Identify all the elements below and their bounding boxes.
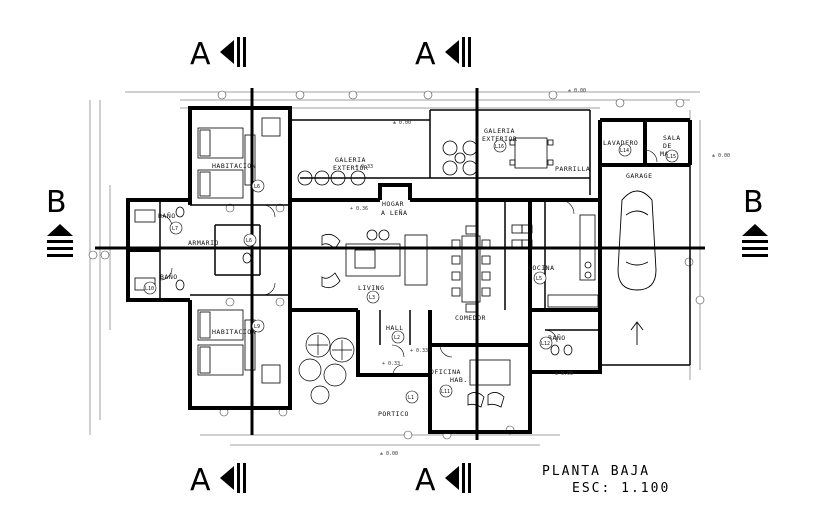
room-label-habitacion-lower: HABITACION xyxy=(212,328,256,336)
drawing-scale: ESC: 1.100 xyxy=(572,481,670,496)
tag-l5: L5 xyxy=(536,276,542,282)
section-a-label: A xyxy=(190,37,211,72)
room-label-parrilla: PARRILLA xyxy=(555,165,590,173)
dining-furniture xyxy=(451,225,491,313)
section-b-label: B xyxy=(46,185,67,220)
room-tags xyxy=(143,139,679,404)
section-b-label: B xyxy=(743,185,764,220)
kitchen-furniture xyxy=(511,214,599,308)
level-mark: + 0.33 xyxy=(382,361,400,367)
section-cut-lines xyxy=(95,88,705,440)
tag-l6b: L6 xyxy=(246,238,252,244)
room-label-cocina: COCINA xyxy=(528,264,554,272)
tag-l14: L14 xyxy=(620,148,629,154)
level-mark: ± 0.00 xyxy=(393,120,411,126)
tag-l11: L11 xyxy=(441,389,450,395)
section-marker-a-top-right: A xyxy=(415,37,471,72)
bath-fixtures xyxy=(134,206,573,356)
tag-l12: L12 xyxy=(541,341,550,347)
tag-l9: L9 xyxy=(254,324,260,330)
tag-l15: L15 xyxy=(667,154,676,160)
title-block: PLANTA BAJA ESC: 1.100 xyxy=(542,464,670,496)
tag-l1: L1 xyxy=(408,395,414,401)
room-label-lavadero: LAVADERO xyxy=(603,139,638,147)
office-furniture xyxy=(467,359,511,408)
room-label-hogar-2: A LEÑA xyxy=(381,208,407,217)
room-tag-texts: L6 L9 L7 L10 L6 L3 L2 L1 L5 L12 L11 L16 … xyxy=(145,144,676,401)
room-label-portico: PORTICO xyxy=(378,410,409,418)
room-label-comedor: COMEDOR xyxy=(455,314,486,322)
level-mark: ± 0.00 xyxy=(568,88,586,94)
tag-l7: L7 xyxy=(172,226,178,232)
room-label-sala-1: SALA xyxy=(663,134,681,142)
section-marker-a-bottom-right: A xyxy=(415,463,471,498)
car xyxy=(617,190,657,345)
galeria-furniture xyxy=(297,137,554,186)
tag-l2: L2 xyxy=(394,335,400,341)
room-label-galeria-right-2: EXTERIOR xyxy=(482,135,517,143)
room-label-hall: HALL xyxy=(386,324,404,332)
bed-lower xyxy=(197,309,281,384)
room-label-bano-upper: BAÑO xyxy=(158,211,176,220)
level-mark: + 0.33 xyxy=(355,164,373,170)
interior-walls xyxy=(159,109,691,366)
room-label-galeria-left-1: GALERIA xyxy=(335,156,366,164)
level-mark: ± 0.00 xyxy=(712,153,730,159)
room-label-armario: ARMARIO xyxy=(188,239,219,247)
room-label-hogar-1: HOGAR xyxy=(382,200,404,208)
room-label-galeria-right-1: GALERIA xyxy=(484,127,515,135)
section-a-label: A xyxy=(415,37,436,72)
section-marker-b-right: B xyxy=(742,185,768,257)
drawing-title: PLANTA BAJA xyxy=(542,464,650,479)
room-label-sala-2: DE xyxy=(663,142,672,150)
section-marker-b-left: B xyxy=(46,185,73,257)
section-a-label: A xyxy=(415,463,436,498)
section-marker-a-bottom-left: A xyxy=(190,463,246,498)
room-labels: HABITACION HABITACION BAÑO BAÑO ARMARIO … xyxy=(158,127,681,418)
tag-l3: L3 xyxy=(369,295,375,301)
section-marker-a-top-left: A xyxy=(190,37,246,72)
bed-upper xyxy=(197,117,281,199)
garden-plants xyxy=(298,332,355,405)
door-swings xyxy=(159,149,658,376)
grid-bubbles xyxy=(88,90,705,440)
tag-l6: L6 xyxy=(254,184,260,190)
room-label-garage: GARAGE xyxy=(626,172,652,180)
room-label-oficina-1: OFICINA xyxy=(430,368,461,376)
room-label-galeria-left-2: EXTERIOR xyxy=(333,164,368,172)
level-marks: ± 0.00 ± 0.00 ± 0.00 + 0.33 + 0.36 + 0.3… xyxy=(350,88,730,457)
tag-l16: L16 xyxy=(495,144,504,150)
level-mark: ± 0.00 xyxy=(555,371,573,377)
level-mark: + 0.36 xyxy=(350,206,368,212)
level-mark: + 0.33 xyxy=(410,348,428,354)
section-a-label: A xyxy=(190,463,211,498)
room-label-bano-service: BAÑO xyxy=(548,333,566,342)
exterior-walls xyxy=(126,106,692,434)
living-furniture xyxy=(321,229,428,289)
room-label-oficina-2: HAB. xyxy=(450,376,468,384)
room-label-living: LIVING xyxy=(358,284,384,292)
room-label-habitacion-upper: HABITACION xyxy=(212,162,256,170)
room-label-bano-lower: BAÑO xyxy=(160,272,178,281)
level-mark: ± 0.00 xyxy=(380,451,398,457)
tag-l10: L10 xyxy=(145,286,154,292)
